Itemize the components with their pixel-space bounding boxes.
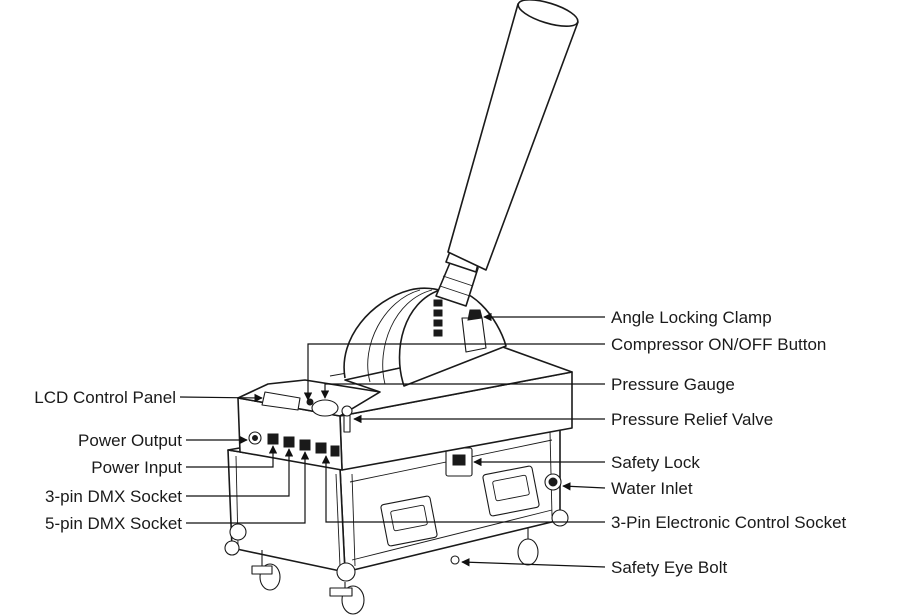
leader-lcd-panel	[179, 393, 263, 403]
caster-wheel	[517, 538, 539, 566]
pressure-gauge	[311, 399, 339, 417]
angle-locking-clamp-knob	[467, 309, 483, 321]
recessed-handle	[482, 465, 540, 517]
power-output-socket-core	[252, 435, 258, 441]
leader-lines-left	[179, 393, 310, 524]
corner-guard	[551, 509, 569, 527]
recessed-handle	[380, 495, 438, 547]
leader-pressure-gauge	[320, 383, 605, 399]
labels-right: Angle Locking Clamp Compressor ON/OFF Bu…	[611, 308, 847, 577]
caster	[251, 550, 281, 591]
safety-eye-bolt	[450, 555, 460, 565]
label-pressure-gauge: Pressure Gauge	[611, 375, 735, 394]
cannon-barrel	[447, 3, 579, 271]
label-lcd-panel: LCD Control Panel	[34, 388, 176, 407]
label-water-inlet: Water Inlet	[611, 479, 693, 498]
leader-safety-eye-bolt	[461, 558, 606, 568]
caster	[517, 528, 539, 566]
leader-compressor-button	[303, 343, 605, 401]
label-pressure-relief-valve: Pressure Relief Valve	[611, 410, 773, 429]
label-control-socket: 3-Pin Electronic Control Socket	[611, 513, 847, 532]
dmx-3pin-socket	[283, 436, 295, 448]
label-angle-locking-clamp: Angle Locking Clamp	[611, 308, 772, 327]
recessed-handle-grip	[492, 474, 530, 502]
drum-rivet	[433, 299, 443, 307]
barrel-muzzle	[517, 0, 579, 27]
swivel-ring	[442, 275, 474, 287]
drum-band	[382, 289, 433, 385]
label-dmx-3pin: 3-pin DMX Socket	[45, 487, 182, 506]
caster-brake	[251, 565, 273, 575]
pressure-relief-valve-cap	[341, 405, 353, 417]
recessed-handle-grip	[390, 504, 428, 532]
caster	[329, 582, 365, 615]
pressure-relief-valve	[343, 413, 351, 433]
leader-water-inlet	[562, 482, 606, 491]
caster-brake	[329, 587, 353, 597]
control-socket	[315, 442, 327, 454]
drum-band	[367, 289, 421, 383]
angle-locking-clamp	[461, 317, 487, 353]
lcd-screen	[261, 391, 301, 411]
label-power-output: Power Output	[78, 431, 182, 450]
power-input-socket	[267, 433, 279, 445]
safety-lock-clasp	[452, 454, 466, 466]
labels-left: LCD Control Panel Power Output Power Inp…	[34, 388, 182, 533]
label-dmx-5pin: 5-pin DMX Socket	[45, 514, 182, 533]
label-compressor-button: Compressor ON/OFF Button	[611, 335, 826, 354]
leader-power-input	[186, 445, 278, 468]
label-safety-eye-bolt: Safety Eye Bolt	[611, 558, 728, 577]
leader-dmx-5pin	[186, 451, 310, 524]
corner-guard	[336, 562, 356, 582]
case-edge-trim	[351, 473, 356, 567]
case-front-panel	[227, 449, 346, 573]
drum-rivet	[433, 309, 443, 317]
case-edge-trim	[335, 473, 341, 567]
machine-drawing	[224, 0, 579, 615]
corner-guard	[229, 523, 247, 541]
water-inlet-hole	[548, 477, 558, 487]
label-safety-lock: Safety Lock	[611, 453, 700, 472]
drum-rivet	[433, 329, 443, 337]
corner-guard	[224, 540, 240, 556]
case-edge-trim	[351, 509, 553, 561]
label-power-input: Power Input	[91, 458, 182, 477]
leader-dmx-3pin	[186, 448, 294, 497]
swivel-ring	[439, 285, 471, 297]
dmx-5pin-socket	[299, 439, 311, 451]
drum-rivet	[433, 319, 443, 327]
control-socket	[330, 445, 340, 457]
leader-control-socket	[321, 455, 605, 523]
leader-lines-right	[303, 312, 606, 568]
